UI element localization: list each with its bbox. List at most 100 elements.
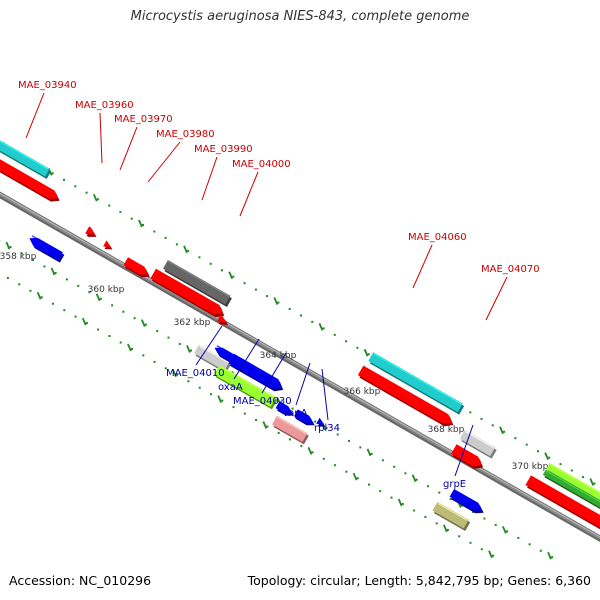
track-dot (438, 491, 441, 494)
track-dot (232, 275, 235, 278)
track-dot (472, 511, 475, 513)
track-dot (108, 204, 111, 207)
gene-label: MAE_03990 (194, 144, 253, 155)
track-dot (164, 367, 167, 370)
track-dot (424, 515, 427, 518)
track-dot (480, 548, 483, 551)
track-dot (88, 291, 91, 294)
track-dot (537, 450, 539, 453)
track-dot (77, 284, 80, 287)
accession-text: Accession: NC_010296 (9, 573, 152, 588)
gene-blue (316, 417, 326, 427)
major-tick (36, 291, 42, 300)
gene-label: MAE_04070 (481, 264, 540, 275)
major-tick (262, 421, 268, 429)
track-dot (494, 523, 497, 526)
major-tick (127, 343, 132, 352)
track-dot (51, 172, 54, 175)
leader-line (233, 338, 260, 380)
gene-red (123, 257, 150, 278)
major-tick (366, 448, 372, 457)
gene-red-body (525, 475, 600, 528)
leader-line (412, 244, 433, 289)
track-dot (54, 272, 57, 274)
leader-line (25, 92, 45, 139)
track-dot (300, 314, 302, 317)
track-dot (300, 444, 303, 447)
gene-lime (546, 463, 600, 502)
track-dot (40, 296, 43, 299)
gene-red-highlight (128, 258, 145, 269)
major-tick (172, 369, 177, 378)
track-dot (348, 439, 350, 442)
gene-blue (275, 401, 294, 416)
gene-label: MAE_03970 (114, 114, 173, 125)
track-dot (153, 360, 156, 363)
track-dot (187, 249, 190, 252)
gene-pink (272, 415, 309, 445)
gene-red-body (103, 240, 111, 247)
gene-lime-highlight (219, 365, 275, 399)
tick-label: 364 kbp (260, 351, 297, 361)
gene-cyan (0, 140, 52, 179)
track-dot (570, 469, 573, 472)
leader-line (119, 126, 138, 171)
track-dot (96, 198, 99, 201)
gene-red (0, 159, 60, 202)
gene-blue-highlight (234, 354, 279, 381)
track-dot (401, 503, 404, 505)
dot-tracks (0, 146, 596, 559)
track-dot (322, 327, 325, 330)
track-dot (74, 185, 77, 188)
track-dot (356, 346, 359, 349)
gene-cyan-body (368, 352, 463, 413)
gene-label: MAE_04030 (233, 396, 292, 407)
gene-lime-body (214, 365, 276, 407)
gene-lime (214, 365, 278, 410)
gene-gray (163, 260, 232, 307)
gene-label: MAE_03960 (75, 100, 134, 111)
gene-gray-body (163, 260, 231, 305)
major-tick (307, 446, 313, 455)
track-dot (20, 252, 23, 255)
track-dot (198, 386, 201, 389)
track-dot (164, 236, 167, 239)
track-dot (133, 317, 136, 320)
track-dot (65, 278, 68, 281)
track-dot (131, 348, 133, 350)
track-dot (119, 341, 122, 344)
track-dot (528, 543, 531, 546)
gene-label: oxaA (218, 382, 243, 393)
track-dot (243, 412, 246, 415)
track-dot (52, 302, 54, 305)
major-tick (92, 193, 98, 202)
track-dot (390, 496, 393, 499)
track-dot (333, 333, 336, 336)
track-dot (153, 230, 156, 233)
track-dot (266, 425, 269, 428)
major-tick (81, 317, 87, 326)
gene-blue-highlight (454, 489, 479, 505)
gene-red-body (150, 268, 223, 315)
track-dot (393, 465, 396, 468)
track-dot (311, 320, 314, 323)
major-tick (5, 241, 11, 250)
gene-blue-body (275, 401, 293, 414)
track-dot (130, 217, 133, 220)
track-dot (483, 517, 486, 520)
gene-gray-highlight (167, 260, 230, 297)
gene-red-highlight (456, 445, 479, 459)
track-dot (379, 490, 382, 493)
backbone-line (0, 192, 600, 540)
track-dot (277, 431, 280, 434)
tick-label: 370 kbp (512, 462, 549, 472)
track-dot (469, 541, 472, 544)
track-dot (178, 343, 181, 345)
major-tick (488, 550, 493, 559)
track-dot (491, 424, 494, 427)
track-dot (63, 309, 66, 312)
gene-blue (228, 353, 284, 392)
track-dot (551, 556, 554, 559)
track-dot (142, 354, 145, 357)
